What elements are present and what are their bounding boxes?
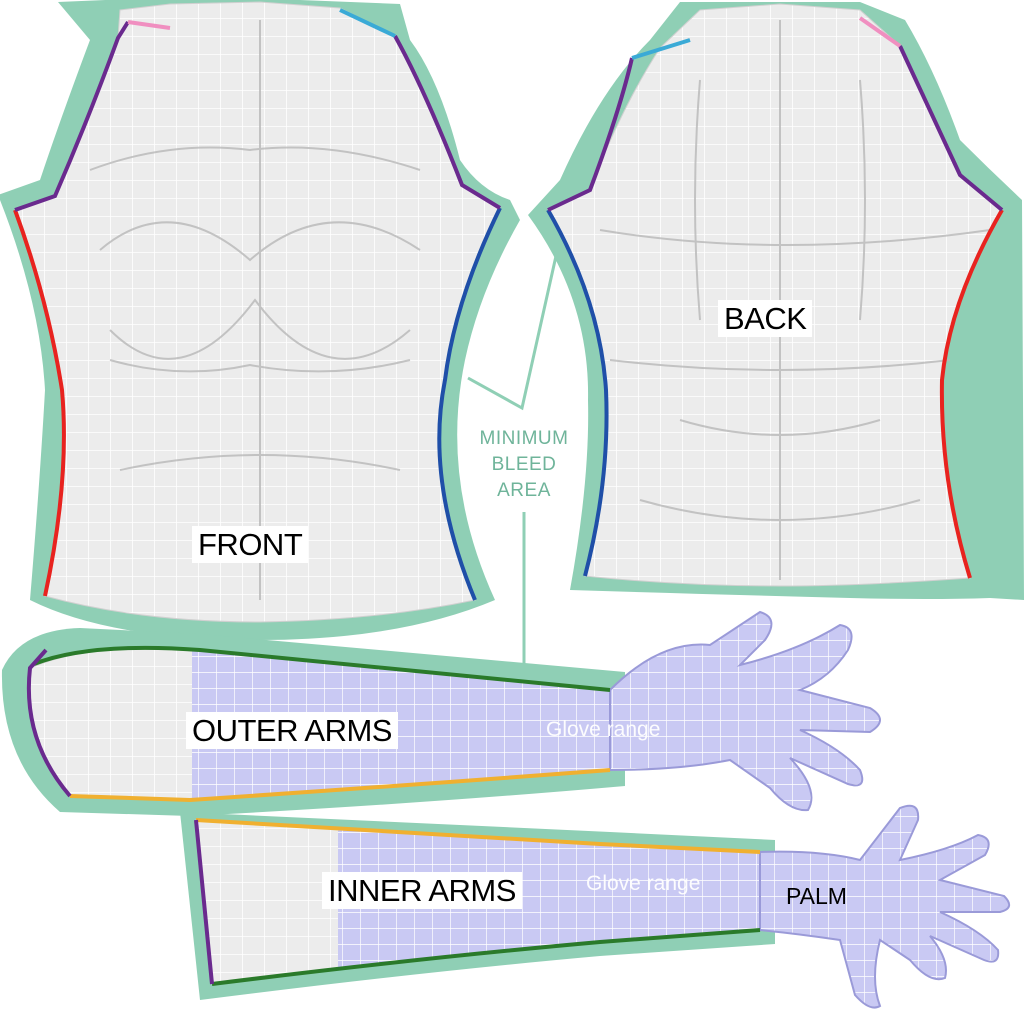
- front-contours: [89, 20, 421, 600]
- front-seam-purple-right: [393, 35, 502, 210]
- outer-hand: [609, 610, 881, 812]
- bleed-label-line-1: MINIMUM: [479, 428, 569, 449]
- outer-arms-label: OUTER ARMS: [186, 712, 398, 749]
- back-seam-cyan: [631, 38, 691, 60]
- bleed-label-line-3: AREA: [497, 480, 551, 501]
- outer-arm-seam-purple: [26, 648, 72, 798]
- inner-arm-seam-green: [211, 928, 761, 986]
- front-seam-blue: [437, 207, 502, 601]
- back-seam-blue: [546, 208, 609, 577]
- front-label: FRONT: [192, 526, 309, 563]
- back-seam-red: [939, 208, 1004, 579]
- front-seam-pink: [127, 20, 171, 30]
- palm-label: PALM: [786, 883, 847, 909]
- glove-range-outer-label: Glove range: [546, 718, 661, 741]
- minimum-bleed-area-label: MINIMUM BLEED AREA: [462, 426, 586, 504]
- inner-arms-label: INNER ARMS: [322, 872, 522, 909]
- palm-hand: [759, 804, 1011, 1009]
- inner-arm-seam-yellow: [195, 818, 761, 854]
- front-seam-purple-left: [14, 20, 130, 212]
- back-seam-pink: [858, 16, 902, 48]
- outer-arm-seam-green: [33, 645, 611, 692]
- bleed-callout-lines: [467, 255, 558, 690]
- back-seam-purple-right: [898, 45, 1004, 212]
- glove-range-inner-label: Glove range: [586, 872, 701, 895]
- bleed-label-line-2: BLEED: [491, 454, 557, 475]
- inner-arm-seam-purple: [194, 819, 214, 985]
- front-seam-red: [13, 209, 66, 597]
- outer-arm-seam-yellow: [69, 768, 611, 803]
- front-seam-cyan: [339, 8, 396, 38]
- front-panel: [0, 0, 520, 640]
- back-label: BACK: [718, 300, 813, 337]
- outer-arm-panel: [1, 610, 881, 816]
- back-seam-purple-left: [547, 57, 634, 212]
- inner-arm-panel: [180, 804, 1011, 1009]
